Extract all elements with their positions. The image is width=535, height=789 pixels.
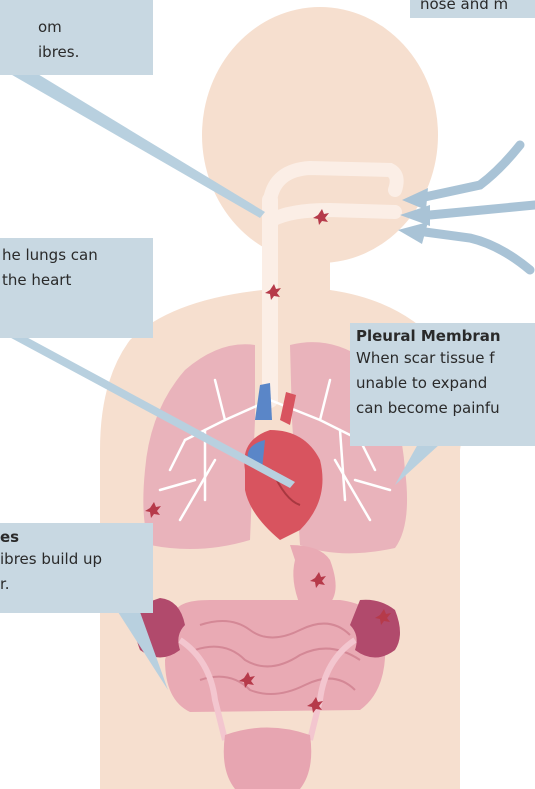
callout-line: the heart — [2, 268, 153, 293]
callout-top-left: om ibres. — [0, 0, 153, 75]
callout-line: r. — [0, 572, 153, 597]
callout-line: nose and m — [420, 0, 535, 9]
callout-pleural-membrane: Pleural Membran When scar tissue f unabl… — [350, 323, 535, 446]
callout-line: can become painfu — [356, 396, 535, 421]
callout-line: ibres build up — [0, 547, 153, 572]
callout-line: When scar tissue f — [356, 346, 535, 371]
callout-top-right: nose and m — [410, 0, 535, 18]
callout-bottom-left: es ibres build up r. — [0, 523, 153, 613]
callout-line: om — [38, 15, 153, 40]
callout-title: es — [0, 527, 153, 547]
callout-line: unable to expand — [356, 371, 535, 396]
callout-line: ibres. — [38, 40, 153, 65]
bladder — [224, 728, 312, 789]
callout-line: he lungs can — [2, 243, 153, 268]
callout-mid-left: he lungs can the heart — [0, 238, 153, 338]
callout-title: Pleural Membran — [356, 326, 535, 346]
arrow-left-icon — [420, 145, 535, 270]
